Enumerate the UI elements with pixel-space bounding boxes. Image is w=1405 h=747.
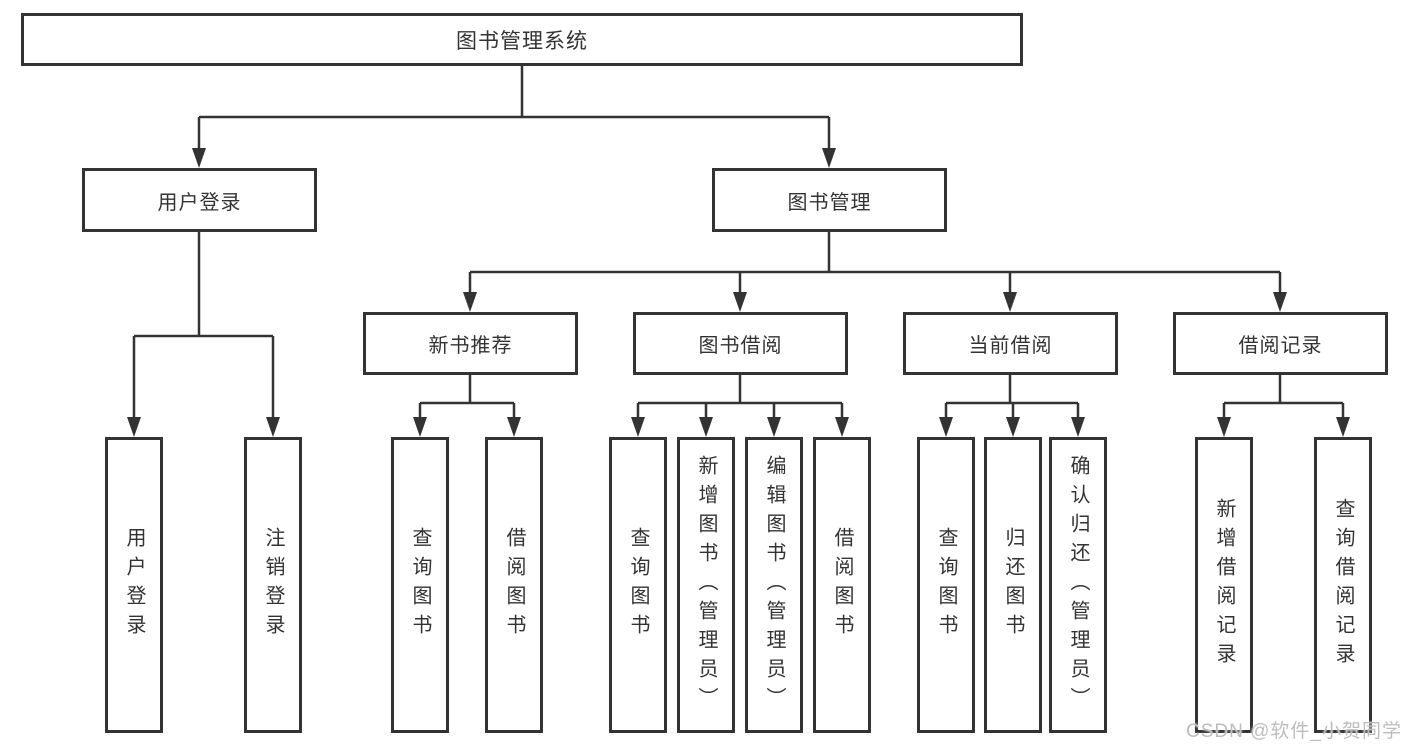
leaf-query-book-2-label: 查询图书 — [627, 527, 649, 643]
leaf-borrow-book-1-label: 借阅图书 — [503, 527, 525, 643]
node-borrow-records: 借阅记录 — [1173, 312, 1388, 375]
leaf-confirm-return-admin-label: 确认归还（管理员） — [1067, 454, 1089, 716]
node-book-borrow: 图书借阅 — [633, 312, 848, 375]
leaf-logout-label: 注销登录 — [262, 527, 284, 643]
leaf-add-borrow-record-label: 新增借阅记录 — [1213, 498, 1235, 672]
node-current-borrow-label: 当前借阅 — [968, 335, 1053, 357]
node-root-library-system: 图书管理系统 — [21, 13, 1023, 66]
leaf-borrow-book-2-label: 借阅图书 — [831, 527, 853, 643]
node-root-label: 图书管理系统 — [456, 29, 588, 53]
leaf-confirm-return-admin: 确认归还（管理员） — [1049, 437, 1107, 733]
leaf-return-book: 归还图书 — [984, 437, 1042, 733]
leaf-query-book-under-current: 查询图书 — [917, 437, 975, 733]
leaf-add-book-admin: 新增图书（管理员） — [677, 437, 735, 733]
node-user-login: 用户登录 — [82, 168, 317, 232]
leaf-borrow-book-under-recommend: 借阅图书 — [485, 437, 543, 733]
node-book-management: 图书管理 — [712, 168, 947, 232]
node-book-borrow-label: 图书借阅 — [698, 335, 783, 357]
leaf-add-borrow-record: 新增借阅记录 — [1195, 437, 1253, 733]
leaf-borrow-book-under-borrow: 借阅图书 — [813, 437, 871, 733]
arrowheads — [127, 148, 1350, 437]
leaf-add-book-admin-label: 新增图书（管理员） — [695, 454, 717, 716]
node-current-borrow: 当前借阅 — [903, 312, 1118, 375]
node-user-login-label: 用户登录 — [157, 191, 242, 214]
leaf-user-login: 用户登录 — [105, 437, 163, 733]
leaf-logout: 注销登录 — [244, 437, 302, 733]
leaf-query-borrow-record-label: 查询借阅记录 — [1332, 498, 1354, 672]
leaf-edit-book-admin-label: 编辑图书（管理员） — [763, 454, 785, 716]
node-new-book-recommend: 新书推荐 — [363, 312, 578, 375]
node-book-management-label: 图书管理 — [787, 191, 872, 214]
csdn-watermark: CSDN @软件_小贺同学 — [1186, 721, 1402, 742]
leaf-query-book-1-label: 查询图书 — [409, 527, 431, 643]
leaf-query-book-under-borrow: 查询图书 — [609, 437, 667, 733]
leaf-query-book-3-label: 查询图书 — [935, 527, 957, 643]
leaf-user-login-label: 用户登录 — [123, 527, 145, 643]
node-borrow-records-label: 借阅记录 — [1238, 335, 1323, 357]
leaf-edit-book-admin: 编辑图书（管理员） — [745, 437, 803, 733]
leaf-return-book-label: 归还图书 — [1002, 527, 1024, 643]
leaf-query-borrow-record: 查询借阅记录 — [1314, 437, 1372, 733]
node-new-book-recommend-label: 新书推荐 — [428, 335, 513, 357]
leaf-query-book-under-recommend: 查询图书 — [391, 437, 449, 733]
